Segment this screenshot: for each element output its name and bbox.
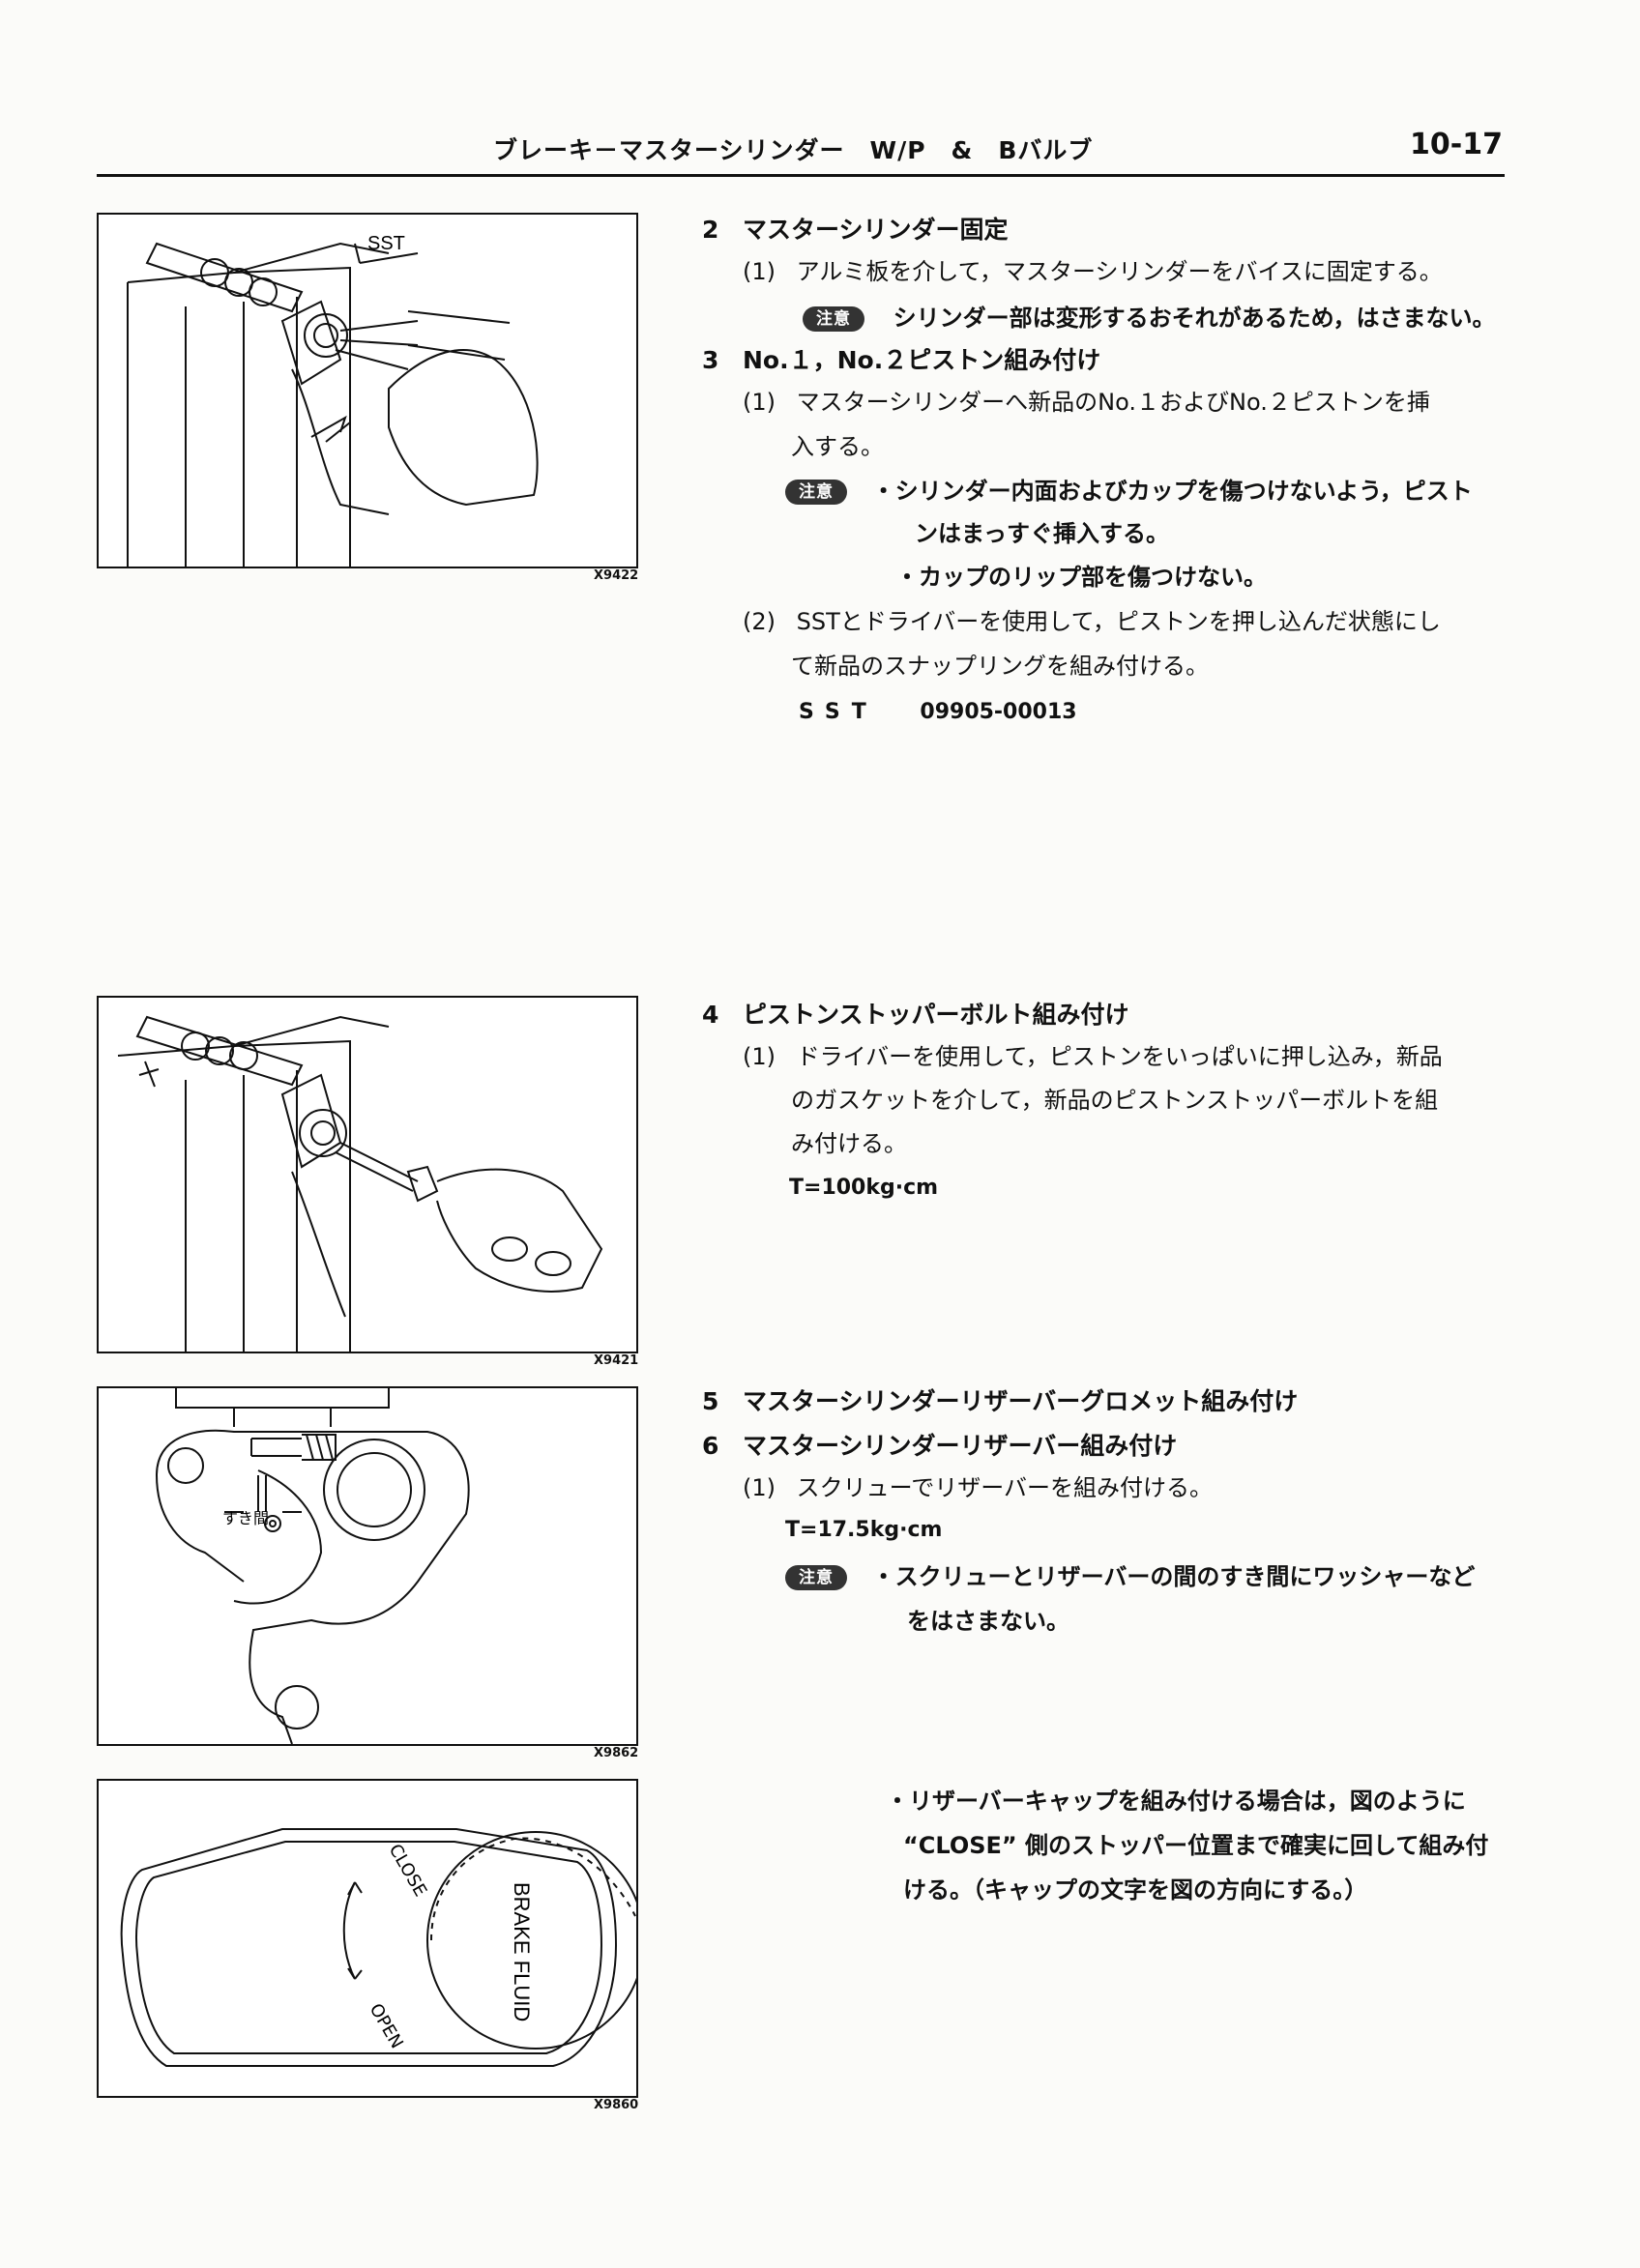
section-3-sst: SST 09905-00013 bbox=[799, 700, 1077, 724]
section-6-caution-line-1: ・スクリューとリザーバーの間のすき間にワッシャーなど bbox=[871, 1563, 1476, 1590]
section-2-heading: 2 マスターシリンダー固定 bbox=[702, 211, 1009, 246]
section-2-caution-text: シリンダー部は変形するおそれがあるため，はさまない。 bbox=[893, 305, 1496, 332]
section-3-item-1-line-1: マスターシリンダーへ新品のNo.１およびNo.２ピストンを挿 bbox=[796, 389, 1430, 416]
section-3-item-2: (2) SSTとドライバーを使用して，ピストンを押し込んだ状態にし bbox=[743, 599, 1441, 644]
figure-cap-open-label: OPEN bbox=[366, 2000, 407, 2052]
section-6-torque: T=17.5kg·cm bbox=[785, 1518, 943, 1542]
section-6-title: マスターシリンダーリザーバー組み付け bbox=[743, 1432, 1178, 1460]
section-6-caution-line-2: をはさまない。 bbox=[907, 1608, 1069, 1635]
figure-sst-snap-ring-illustration: SST bbox=[127, 233, 539, 567]
section-4-item-1: (1) ドライバーを使用して，ピストンをいっぱいに押し込み，新品 bbox=[743, 1034, 1443, 1079]
section-6-item-1: (1) スクリューでリザーバーを組み付ける。 bbox=[743, 1466, 1213, 1510]
section-6-number: 6 bbox=[702, 1432, 719, 1460]
section-2-number: 2 bbox=[702, 216, 719, 244]
figure-reservoir-clearance-illustration: すき間 bbox=[156, 1388, 470, 1744]
page-number: 10-17 bbox=[1410, 128, 1503, 161]
figure-sst-snap-ring: SST bbox=[97, 213, 638, 568]
section-4-item-1-line-2: のガスケットを介して，新品のピストンストッパーボルトを組 bbox=[791, 1087, 1439, 1114]
figure-code-x9862: X9862 bbox=[594, 1746, 639, 1760]
section-4-heading: 4 ピストンストッパーボルト組み付け bbox=[702, 996, 1129, 1031]
figure-reservoir-clearance: すき間 bbox=[97, 1386, 638, 1746]
figure-reservoir-cap-illustration: CLOSE OPEN BRAKE FLUID bbox=[120, 1828, 636, 2067]
section-6-item-1-number: (1) bbox=[743, 1474, 776, 1501]
section-4-item-1-line-1: ドライバーを使用して，ピストンをいっぱいに押し込み，新品 bbox=[796, 1043, 1443, 1070]
section-3-caution-line-3: ・カップのリップ部を傷つけない。 bbox=[895, 564, 1267, 591]
section-3-item-1: (1) マスターシリンダーへ新品のNo.１およびNo.２ピストンを挿 bbox=[743, 380, 1430, 424]
section-5-title: マスターシリンダーリザーバーグロメット組み付け bbox=[743, 1387, 1299, 1415]
reservoir-cap-note-line-1: ・リザーバーキャップを組み付ける場合は，図のように bbox=[886, 1788, 1466, 1815]
section-3-item-2-line-2: て新品のスナップリングを組み付ける。 bbox=[791, 653, 1209, 680]
header-rule bbox=[97, 174, 1505, 177]
section-5-heading: 5 マスターシリンダーリザーバーグロメット組み付け bbox=[702, 1382, 1298, 1417]
section-2-caution: 注意 シリンダー部は変形するおそれがあるため，はさまない。 bbox=[803, 296, 1495, 340]
page-header-title: ブレーキ－マスターシリンダー W/P & Bバルブ bbox=[493, 136, 1094, 164]
caution-badge: 注意 bbox=[785, 1565, 847, 1590]
section-3-number: 3 bbox=[702, 346, 719, 374]
section-3-caution: 注意 ・シリンダー内面およびカップを傷つけないよう，ピスト bbox=[785, 469, 1473, 513]
section-2-title: マスターシリンダー固定 bbox=[743, 216, 1009, 244]
figure-cap-brake-fluid-label: BRAKE FLUID bbox=[510, 1882, 534, 2021]
section-4-title: ピストンストッパーボルト組み付け bbox=[743, 1001, 1129, 1029]
section-6-item-1-text: スクリューでリザーバーを組み付ける。 bbox=[796, 1474, 1213, 1501]
reservoir-cap-note-line-2: “CLOSE” 側のストッパー位置まで確実に回して組み付 bbox=[903, 1832, 1489, 1859]
section-2-item-1: (1) アルミ板を介して，マスターシリンダーをバイスに固定する。 bbox=[743, 249, 1443, 294]
section-4-number: 4 bbox=[702, 1001, 719, 1029]
section-3-item-1-number: (1) bbox=[743, 389, 776, 416]
section-3-item-2-number: (2) bbox=[743, 608, 776, 635]
section-3-caution-line-2: ンはまっすぐ挿入する。 bbox=[915, 520, 1170, 547]
figure-clearance-label: すき間 bbox=[222, 1509, 269, 1527]
section-3-item-1-line-2: 入する。 bbox=[791, 433, 884, 460]
section-4-item-1-line-3: み付ける。 bbox=[791, 1130, 907, 1157]
figure-code-x9421: X9421 bbox=[594, 1353, 639, 1368]
figure-piston-stopper-bolt-illustration bbox=[117, 1015, 603, 1352]
section-3-caution-line-1: ・シリンダー内面およびカップを傷つけないよう，ピスト bbox=[871, 478, 1473, 505]
caution-badge: 注意 bbox=[803, 306, 864, 332]
section-5-number: 5 bbox=[702, 1387, 719, 1415]
figure-code-x9422: X9422 bbox=[594, 568, 639, 583]
section-3-item-2-line-1: SSTとドライバーを使用して，ピストンを押し込んだ状態にし bbox=[796, 608, 1441, 635]
section-6-caution: 注意 ・スクリューとリザーバーの間のすき間にワッシャーなど bbox=[785, 1555, 1475, 1599]
sst-label: SST bbox=[799, 700, 878, 724]
reservoir-cap-note-line-3: ける。（キャップの文字を図の方向にする。） bbox=[903, 1876, 1368, 1904]
figure-cap-close-label: CLOSE bbox=[385, 1841, 431, 1901]
figure-code-x9860: X9860 bbox=[594, 2098, 639, 2112]
figure-sst-label: SST bbox=[367, 233, 405, 254]
section-3-heading: 3 No.１，No.２ピストン組み付け bbox=[702, 341, 1100, 376]
section-4-item-1-number: (1) bbox=[743, 1043, 776, 1070]
section-3-title: No.１，No.２ピストン組み付け bbox=[743, 346, 1101, 374]
section-4-torque: T=100kg·cm bbox=[789, 1176, 939, 1200]
figure-piston-stopper-bolt bbox=[97, 996, 638, 1353]
section-6-heading: 6 マスターシリンダーリザーバー組み付け bbox=[702, 1427, 1177, 1462]
figure-reservoir-cap: CLOSE OPEN BRAKE FLUID bbox=[97, 1779, 638, 2098]
section-2-item-1-text: アルミ板を介して，マスターシリンダーをバイスに固定する。 bbox=[796, 258, 1443, 285]
sst-number: 09905-00013 bbox=[920, 700, 1077, 724]
section-2-item-1-number: (1) bbox=[743, 258, 776, 285]
caution-badge: 注意 bbox=[785, 480, 847, 505]
